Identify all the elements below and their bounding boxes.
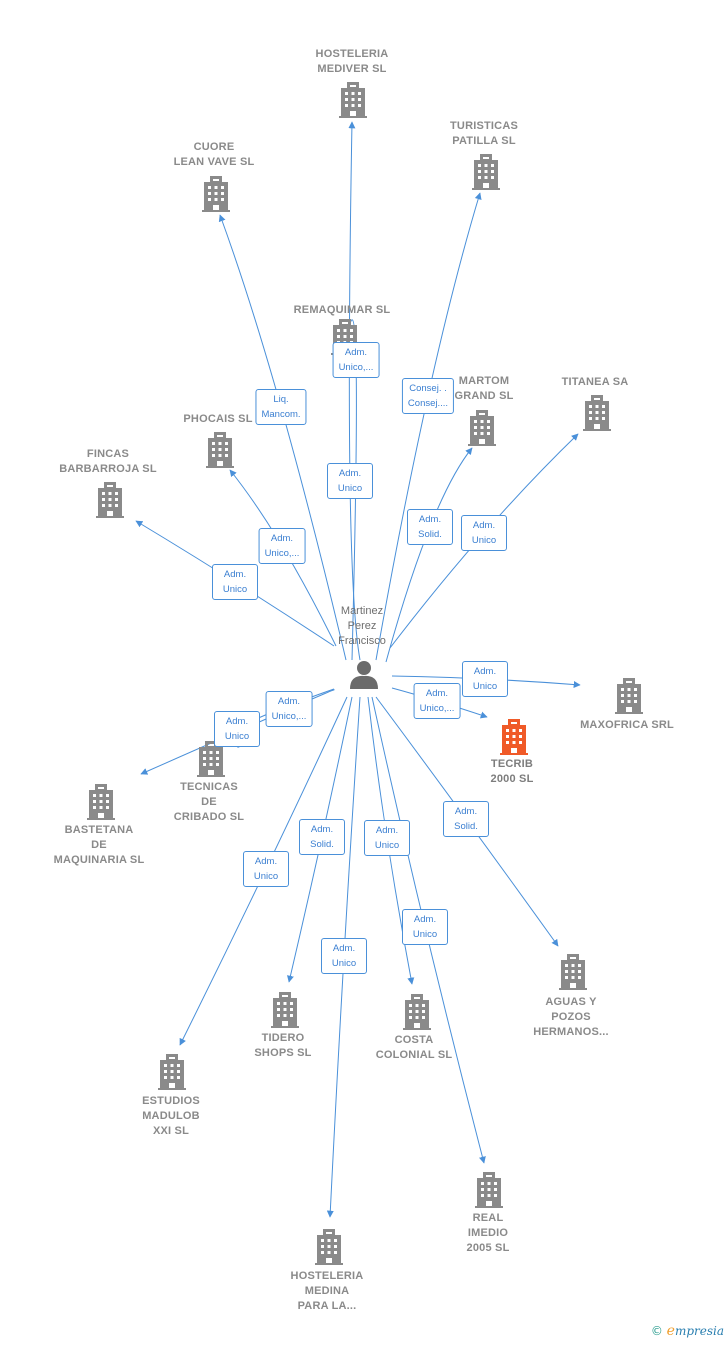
footer-brand: © empresia: [651, 1323, 724, 1339]
company-label-cuore-lean-vave[interactable]: CUORE LEAN VAVE SL: [173, 141, 255, 168]
building-icon-tidero-shops[interactable]: [271, 992, 299, 1028]
person-icon[interactable]: [350, 661, 378, 689]
edge-label-costa-colonial[interactable]: Adm. Unico: [364, 820, 410, 856]
brand-logo-initial: e: [666, 1323, 675, 1339]
edge-label-fincas-barbarroja[interactable]: Adm. Unico: [212, 564, 258, 600]
edge-label-tecrib-2000[interactable]: Adm. Unico,...: [413, 683, 461, 719]
company-label-real-imedio[interactable]: REAL IMEDIO 2005 SL: [466, 1212, 510, 1254]
building-icon-tecrib-2000[interactable]: [500, 719, 528, 755]
building-icon-martom-grand[interactable]: [468, 410, 496, 446]
edge-label-hosteleria-medina[interactable]: Adm. Unico: [321, 938, 367, 974]
edge-turisticas-patilla: [375, 192, 482, 661]
edge-label-turisticas-patilla[interactable]: Consej. . Consej....: [401, 378, 455, 414]
person-name-label[interactable]: Martinez Perez Francisco: [338, 605, 386, 647]
edge-label-real-imedio[interactable]: Adm. Unico: [402, 909, 448, 945]
edge-label-estudios-madulob[interactable]: Adm. Unico: [243, 851, 289, 887]
building-icon-phocais[interactable]: [206, 432, 234, 468]
company-label-hosteleria-mediver[interactable]: HOSTELERIA MEDIVER SL: [315, 48, 389, 75]
edge-label-bastetana-maquinaria[interactable]: Adm. Unico,...: [265, 691, 313, 727]
building-icon-titanea[interactable]: [583, 395, 611, 431]
company-label-costa-colonial[interactable]: COSTA COLONIAL SL: [375, 1034, 453, 1061]
company-label-hosteleria-medina[interactable]: HOSTELERIA MEDINA PARA LA...: [290, 1270, 364, 1312]
company-label-martom-grand[interactable]: MARTOM GRAND SL: [454, 375, 514, 402]
edge-label-cuore-lean-vave[interactable]: Liq. Mancom.: [255, 389, 307, 425]
building-icon-turisticas-patilla[interactable]: [472, 154, 500, 190]
building-icon-real-imedio[interactable]: [475, 1172, 503, 1208]
building-icon-hosteleria-mediver[interactable]: [339, 82, 367, 118]
company-label-fincas-barbarroja[interactable]: FINCAS BARBARROJA SL: [59, 448, 157, 475]
company-label-tecnicas-cribado[interactable]: TECNICAS DE CRIBADO SL: [173, 781, 245, 823]
edge-label-martom-grand[interactable]: Adm. Solid.: [407, 509, 453, 545]
edge-label-phocais[interactable]: Adm. Unico,...: [258, 528, 306, 564]
building-icon-bastetana-maquinaria[interactable]: [87, 784, 115, 820]
company-label-remaquimar[interactable]: REMAQUIMAR SL: [293, 304, 391, 316]
edge-label-titanea[interactable]: Adm. Unico: [461, 515, 507, 551]
building-icon-cuore-lean-vave[interactable]: [202, 176, 230, 212]
building-icon-maxofrica[interactable]: [615, 678, 643, 714]
edge-label-tidero-shops[interactable]: Adm. Solid.: [299, 819, 345, 855]
building-icon-fincas-barbarroja[interactable]: [96, 482, 124, 518]
company-label-aguas-pozos[interactable]: AGUAS Y POZOS HERMANOS...: [533, 996, 609, 1038]
company-label-turisticas-patilla[interactable]: TURISTICAS PATILLA SL: [450, 120, 518, 147]
company-label-estudios-madulob[interactable]: ESTUDIOS MADULOB XXI SL: [142, 1095, 200, 1137]
edge-label-tecnicas-cribado[interactable]: Adm. Unico: [214, 711, 260, 747]
building-icon-aguas-pozos[interactable]: [559, 954, 587, 990]
edge-label-aguas-pozos[interactable]: Adm. Solid.: [443, 801, 489, 837]
edge-martom-grand: [385, 447, 473, 663]
company-label-titanea[interactable]: TITANEA SA: [561, 376, 629, 388]
company-label-bastetana-maquinaria[interactable]: BASTETANA DE MAQUINARIA SL: [53, 824, 145, 866]
building-icon-costa-colonial[interactable]: [403, 994, 431, 1030]
edge-label-hosteleria-mediver[interactable]: Adm. Unico: [327, 463, 373, 499]
company-label-tecrib-2000[interactable]: TECRIB 2000 SL: [490, 758, 534, 785]
copyright-icon: ©: [650, 1324, 663, 1338]
edge-label-remaquimar[interactable]: Adm. Unico,...: [332, 342, 380, 378]
building-icon-hosteleria-medina[interactable]: [315, 1229, 343, 1265]
brand-logo-text: mpresia: [674, 1324, 724, 1338]
edge-hosteleria-mediver: [348, 121, 361, 661]
company-label-maxofrica[interactable]: MAXOFRICA SRL: [580, 719, 674, 731]
company-label-tidero-shops[interactable]: TIDERO SHOPS SL: [254, 1032, 312, 1059]
edge-label-maxofrica[interactable]: Adm. Unico: [462, 661, 508, 697]
building-icon-estudios-madulob[interactable]: [158, 1054, 186, 1090]
company-label-phocais[interactable]: PHOCAIS SL: [183, 413, 253, 425]
